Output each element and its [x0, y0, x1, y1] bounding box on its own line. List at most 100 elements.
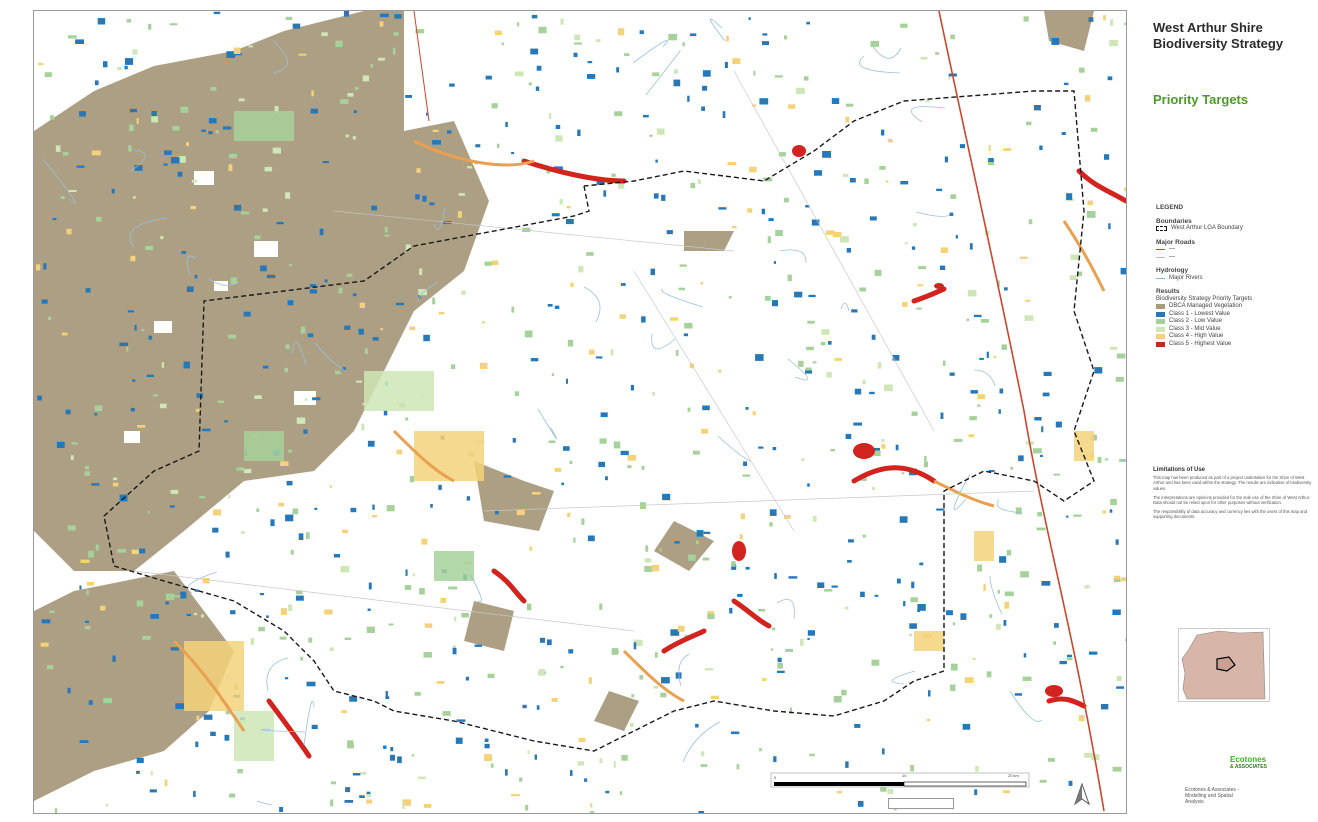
class-patch — [964, 677, 974, 683]
class-patch — [383, 410, 388, 416]
class-patch — [530, 358, 539, 362]
class-patch — [50, 115, 55, 120]
class-patch — [113, 477, 118, 481]
class-patch — [40, 642, 49, 647]
class-patch — [191, 179, 198, 183]
class-patch — [117, 66, 122, 71]
class-patch — [91, 150, 101, 156]
class-patch — [581, 518, 585, 525]
class-patch — [788, 576, 798, 579]
class-patch — [303, 429, 308, 434]
class-patch — [392, 47, 396, 55]
class-patch — [724, 61, 728, 68]
map-frame[interactable] — [33, 10, 1127, 814]
class-patch — [1026, 121, 1032, 126]
class-patch — [128, 145, 132, 152]
class-patch — [690, 182, 696, 189]
class-patch — [798, 360, 804, 367]
class-patch — [1109, 40, 1118, 46]
class-patch — [409, 476, 415, 483]
legend-boundary-label: West Arthur LGA Boundary — [1171, 225, 1243, 231]
class-patch — [833, 696, 842, 703]
class-patch — [345, 787, 351, 793]
class-patch — [1024, 315, 1034, 321]
class-patch — [100, 605, 106, 611]
class-patch — [342, 367, 346, 371]
river-line-swatch — [1156, 277, 1165, 279]
class4-stream — [1062, 220, 1106, 292]
class-patch — [707, 613, 715, 620]
class-patch — [986, 351, 989, 358]
class-patch — [732, 58, 741, 64]
class-patch — [1120, 267, 1126, 275]
class-patch — [311, 724, 318, 730]
class-patch — [759, 98, 769, 105]
class-patch — [969, 243, 973, 250]
road-layer — [133, 11, 1105, 812]
class-patch — [727, 162, 737, 166]
class-patch — [644, 558, 652, 563]
class-patch — [353, 773, 361, 776]
class-patch — [84, 626, 91, 630]
class-patch — [846, 103, 854, 107]
class-patch — [1104, 458, 1109, 461]
class-patch — [278, 502, 285, 507]
class-patch — [587, 61, 593, 64]
class-patch — [1063, 82, 1069, 86]
class-patch — [484, 738, 489, 742]
class-patch — [620, 450, 629, 456]
class-patch — [132, 49, 138, 55]
class-patch — [452, 647, 457, 655]
class-patch — [405, 244, 411, 250]
class-patch — [364, 348, 368, 354]
class-patch — [901, 472, 905, 475]
class-patch — [186, 286, 194, 292]
class-patch — [307, 333, 314, 338]
class-patch — [396, 449, 403, 455]
legend-results-subheading: Biodiversity Strategy Priority Targets — [1156, 295, 1253, 302]
class-patch — [845, 433, 852, 439]
dbca-vegetation-patch — [474, 461, 554, 531]
class-patch — [423, 334, 430, 342]
class-patch — [345, 134, 349, 138]
class-patch — [201, 614, 204, 618]
class-patch — [662, 493, 671, 501]
class-patch — [1003, 620, 1007, 626]
class-patch — [821, 329, 830, 335]
class-patch — [828, 341, 832, 345]
class-patch — [256, 508, 260, 512]
class-patch — [698, 811, 705, 813]
class-patch — [882, 748, 885, 755]
class-patch — [678, 287, 685, 291]
class-patch — [983, 584, 986, 591]
class-patch — [729, 607, 733, 614]
class-patch — [457, 211, 462, 218]
class-patch — [917, 604, 926, 611]
class-patch — [311, 90, 314, 97]
class-patch — [170, 647, 179, 651]
class-patch — [296, 417, 306, 424]
river-line — [537, 408, 558, 440]
class-patch — [1003, 148, 1012, 151]
class-patch — [495, 510, 499, 515]
class5-patch — [1045, 685, 1063, 697]
class-patch — [225, 551, 230, 558]
class-patch — [752, 411, 756, 416]
map-canvas[interactable] — [34, 11, 1126, 813]
class-patch — [85, 620, 89, 623]
class-patch — [1014, 693, 1022, 696]
class-patch — [195, 408, 200, 412]
class-patch — [194, 589, 199, 592]
class-patch — [801, 458, 805, 461]
credit-line: Modelling and Spatial — [1185, 793, 1233, 799]
class-patch — [422, 195, 427, 202]
class-patch — [68, 190, 77, 192]
class-patch — [512, 438, 516, 443]
class-patch — [524, 330, 533, 338]
class-patch — [911, 246, 916, 250]
class-patch — [589, 811, 595, 813]
class-patch — [769, 509, 777, 516]
legend-hydro-row: Major Rivers — [1156, 275, 1306, 283]
class-patch — [447, 130, 452, 134]
class-patch — [737, 593, 743, 597]
